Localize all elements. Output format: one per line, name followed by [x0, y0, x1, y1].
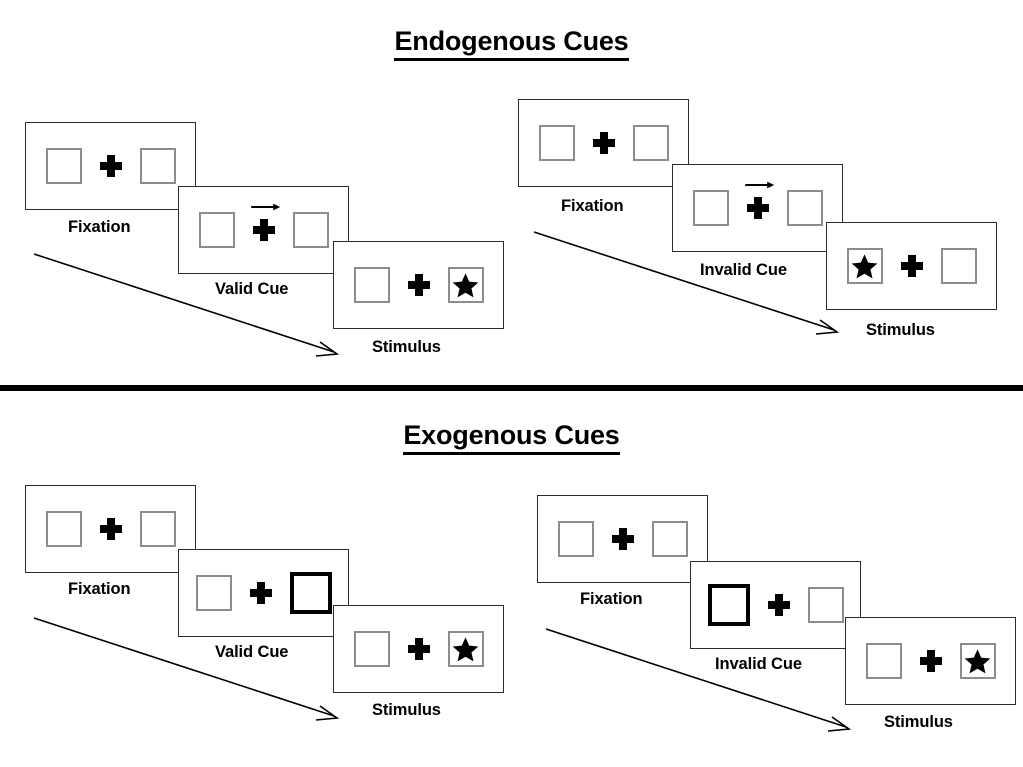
fixation-cross-icon	[592, 132, 615, 154]
placeholder-box-right	[632, 125, 669, 161]
label-exogenous-invalid-cue: Invalid Cue	[715, 655, 802, 673]
label-endogenous-valid-stimulus: Stimulus	[372, 338, 441, 356]
label-exogenous-valid-stimulus: Stimulus	[372, 701, 441, 719]
placeholder-box-right-cued	[289, 572, 332, 614]
frame-exogenous-invalid-fixation[interactable]	[537, 495, 708, 583]
placeholder-box-left	[353, 267, 390, 303]
section-title-endogenous-text: Endogenous Cues	[394, 26, 629, 61]
label-endogenous-invalid-stimulus: Stimulus	[866, 321, 935, 339]
label-endogenous-valid-fixation: Fixation	[68, 218, 131, 236]
fixation-cross-icon	[250, 203, 280, 241]
placeholder-box-right-with-target	[447, 631, 484, 667]
fixation-cross-icon	[744, 181, 774, 219]
placeholder-box-left	[45, 148, 82, 184]
placeholder-box-left	[557, 521, 594, 557]
frame-content	[673, 165, 842, 251]
frame-content	[538, 496, 707, 582]
arrow-right-cue-icon	[250, 203, 280, 211]
star-target-icon	[452, 272, 479, 297]
label-endogenous-invalid-cue: Invalid Cue	[700, 261, 787, 279]
frame-content	[334, 242, 503, 328]
frame-content	[827, 223, 996, 309]
frame-exogenous-invalid-cue[interactable]	[690, 561, 861, 649]
frame-endogenous-invalid-stimulus[interactable]	[826, 222, 997, 310]
section-divider	[0, 385, 1023, 391]
fixation-cross-icon	[919, 650, 942, 672]
placeholder-box-right-with-target	[959, 643, 996, 679]
frame-endogenous-valid-fixation[interactable]	[25, 122, 196, 210]
fixation-cross-icon	[249, 582, 272, 604]
frame-content	[846, 618, 1015, 704]
placeholder-box-left	[692, 190, 729, 226]
placeholder-box-right	[292, 212, 329, 248]
placeholder-box-right-with-target	[447, 267, 484, 303]
frame-endogenous-invalid-fixation[interactable]	[518, 99, 689, 187]
frame-content	[179, 187, 348, 273]
fixation-cross-icon	[900, 255, 923, 277]
frame-content	[519, 100, 688, 186]
placeholder-box-right	[139, 511, 176, 547]
fixation-cross-icon	[611, 528, 634, 550]
frame-content	[691, 562, 860, 648]
frame-exogenous-valid-cue[interactable]	[178, 549, 349, 637]
section-title-exogenous-text: Exogenous Cues	[403, 420, 620, 455]
frame-endogenous-invalid-cue[interactable]	[672, 164, 843, 252]
placeholder-box-left	[353, 631, 390, 667]
placeholder-box-right	[139, 148, 176, 184]
label-exogenous-valid-fixation: Fixation	[68, 580, 131, 598]
placeholder-box-left	[45, 511, 82, 547]
label-exogenous-valid-cue: Valid Cue	[215, 643, 289, 661]
frame-endogenous-valid-stimulus[interactable]	[333, 241, 504, 329]
placeholder-box-left-cued	[707, 584, 750, 626]
frame-exogenous-valid-stimulus[interactable]	[333, 605, 504, 693]
label-endogenous-invalid-fixation: Fixation	[561, 197, 624, 215]
placeholder-box-left	[538, 125, 575, 161]
frame-content	[334, 606, 503, 692]
frame-endogenous-valid-cue[interactable]	[178, 186, 349, 274]
placeholder-box-right	[786, 190, 823, 226]
placeholder-box-right	[940, 248, 977, 284]
section-title-endogenous: Endogenous Cues	[0, 26, 1023, 61]
placeholder-box-left-with-target	[846, 248, 883, 284]
fixation-cross-icon	[99, 518, 122, 540]
label-endogenous-valid-cue: Valid Cue	[215, 280, 289, 298]
fixation-cross-icon	[407, 638, 430, 660]
fixation-cross-icon	[407, 274, 430, 296]
fixation-cross-icon	[767, 594, 790, 616]
frame-content	[26, 486, 195, 572]
star-target-icon	[452, 636, 479, 661]
fixation-cross-icon	[99, 155, 122, 177]
placeholder-box-left	[195, 575, 232, 611]
section-title-exogenous: Exogenous Cues	[0, 420, 1023, 455]
label-exogenous-invalid-stimulus: Stimulus	[884, 713, 953, 731]
frame-exogenous-valid-fixation[interactable]	[25, 485, 196, 573]
frame-content	[179, 550, 348, 636]
placeholder-box-left	[865, 643, 902, 679]
placeholder-box-right	[651, 521, 688, 557]
placeholder-box-right	[807, 587, 844, 623]
star-target-icon	[964, 648, 991, 673]
arrow-right-cue-icon	[744, 181, 774, 189]
star-target-icon	[851, 253, 878, 278]
placeholder-box-left	[198, 212, 235, 248]
frame-exogenous-invalid-stimulus[interactable]	[845, 617, 1016, 705]
label-exogenous-invalid-fixation: Fixation	[580, 590, 643, 608]
frame-content	[26, 123, 195, 209]
